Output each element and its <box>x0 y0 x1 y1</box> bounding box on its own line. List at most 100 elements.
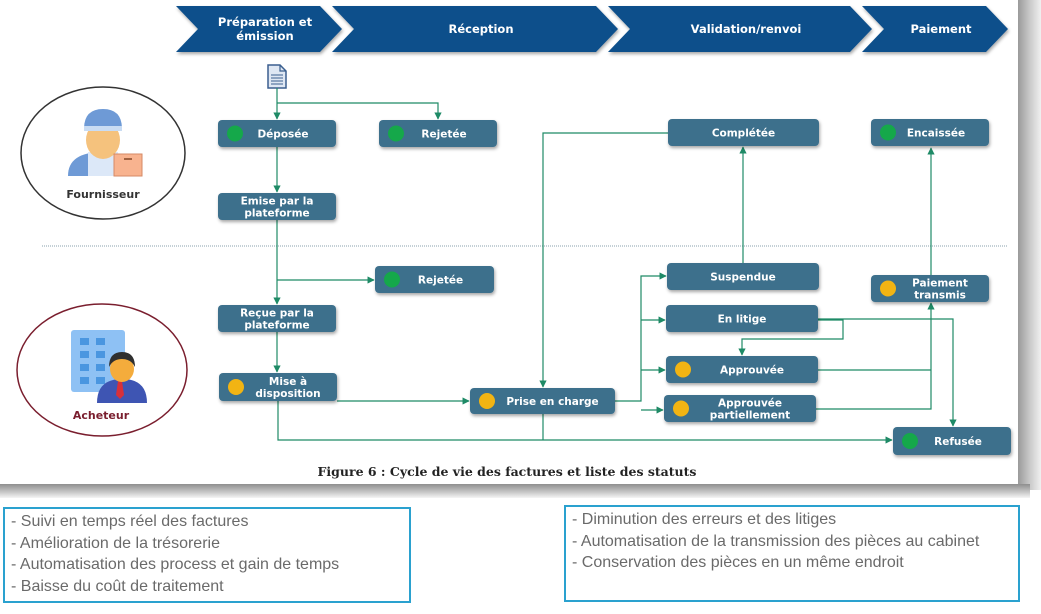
status-node-box <box>871 275 989 302</box>
connector-arrow <box>615 272 667 402</box>
phase-label: Validation/renvoi <box>691 22 802 36</box>
status-node-box <box>218 193 336 220</box>
benefit-item: - Suivi en temps réel des factures <box>11 513 249 530</box>
status-dot-yellow-icon <box>880 280 896 297</box>
status-node-label: Prise en charge <box>506 396 598 408</box>
status-node-deposee: Déposée <box>218 120 336 147</box>
connector-arrow <box>816 302 935 410</box>
figure-shadow-right <box>1018 0 1041 490</box>
status-node-label: disposition <box>255 388 320 400</box>
benefits-box-right: - Diminution des erreurs et des litiges … <box>564 505 1020 602</box>
status-node-label: Refusée <box>934 436 982 448</box>
supplier-label: Fournisseur <box>66 188 140 201</box>
status-node-label: Suspendue <box>710 272 776 284</box>
status-node-label: Paiement <box>912 278 968 290</box>
status-node-label: Reçue par la <box>240 308 314 320</box>
benefit-item: - Amélioration de la trésorerie <box>11 534 220 552</box>
status-node-box <box>666 356 818 383</box>
status-node-label: plateforme <box>244 320 309 332</box>
status-node-label: En litige <box>718 314 767 326</box>
status-dot-yellow-icon <box>479 393 495 409</box>
status-dot-green-icon <box>902 433 918 449</box>
status-node-box <box>375 266 494 293</box>
benefit-item: - Automatisation des process et gain de … <box>11 556 340 573</box>
status-dot-green-icon <box>227 125 243 142</box>
status-node-rejetee1: Rejetée <box>379 120 497 147</box>
buyer-actor: Acheteur <box>16 303 188 437</box>
delivery-person-icon <box>68 109 143 177</box>
status-node-label: Emise par la <box>241 196 314 208</box>
status-node-label: Rejetée <box>418 275 463 287</box>
status-node-label: plateforme <box>244 208 309 220</box>
status-node-box <box>667 263 819 290</box>
status-dot-yellow-icon <box>673 400 689 417</box>
benefit-item: - Diminution des erreurs et des litiges <box>572 511 837 528</box>
status-node-box <box>219 373 337 401</box>
status-node-label: Encaissée <box>907 128 965 140</box>
status-node-box <box>666 305 818 332</box>
status-dot-green-icon <box>388 125 404 142</box>
phase-chevron-validation <box>608 6 872 52</box>
benefit-item: - Automatisation de la transmission des … <box>572 532 980 550</box>
phase-chevron-reception <box>332 6 618 52</box>
connector-arrow <box>277 401 893 444</box>
status-node-completee: Complétée <box>668 119 819 146</box>
buyer-label: Acheteur <box>73 409 130 422</box>
phase-label: Préparation et <box>218 15 313 29</box>
status-node-label: Mise à <box>269 376 307 388</box>
status-node-label: partiellement <box>710 410 790 422</box>
benefit-item: - Baisse du coût de traitement <box>11 577 224 595</box>
status-node-label: Complétée <box>712 128 775 140</box>
status-node-label: transmis <box>914 290 966 302</box>
phase-label: Paiement <box>910 22 972 36</box>
phase-chevron-paiement <box>862 6 1008 52</box>
status-node-box <box>470 388 615 414</box>
connector-arrow <box>818 318 957 427</box>
status-node-box <box>664 395 816 422</box>
status-node-box <box>668 119 819 146</box>
status-node-box <box>379 120 497 147</box>
status-node-box <box>218 120 336 147</box>
status-dot-green-icon <box>880 124 896 141</box>
businessman-building-icon <box>71 330 147 403</box>
phase-label: Réception <box>448 22 513 36</box>
status-node-box <box>871 119 989 146</box>
connector-arrow <box>738 319 844 356</box>
connector-arrow <box>277 102 442 120</box>
status-node-prise: Prise en charge <box>470 388 615 414</box>
status-node-rejetee2: Rejetée <box>375 266 494 293</box>
supplier-actor: Fournisseur <box>20 86 186 220</box>
figure-shadow-bottom <box>0 484 1030 498</box>
status-node-box <box>218 305 336 332</box>
connector-arrow <box>539 132 668 388</box>
status-node-refusee: Refusée <box>893 427 1011 455</box>
phase-chevron-prep <box>176 6 342 52</box>
status-dot-green-icon <box>384 271 400 288</box>
status-node-label: Approuvée <box>718 398 782 410</box>
status-dot-yellow-icon <box>675 361 691 378</box>
benefit-item: - Conservation des pièces en un même end… <box>572 554 904 571</box>
status-node-approuvee: Approuvée <box>666 356 818 383</box>
status-node-encaissee: Encaissée <box>871 119 989 146</box>
connectors <box>273 88 957 444</box>
status-node-suspendue: Suspendue <box>667 263 819 290</box>
benefits-box-left: - Suivi en temps réel des factures - Amé… <box>3 507 411 603</box>
status-node-litige: En litige <box>666 305 818 332</box>
document-icon <box>267 64 287 89</box>
phase-label: émission <box>236 29 293 43</box>
status-node-label: Déposée <box>257 129 308 141</box>
status-dot-yellow-icon <box>228 379 244 395</box>
figure-caption: Figure 6 : Cycle de vie des factures et … <box>318 464 697 479</box>
status-node-label: Approuvée <box>720 365 784 377</box>
status-node-box <box>893 427 1011 455</box>
status-node-label: Rejetée <box>421 129 466 141</box>
